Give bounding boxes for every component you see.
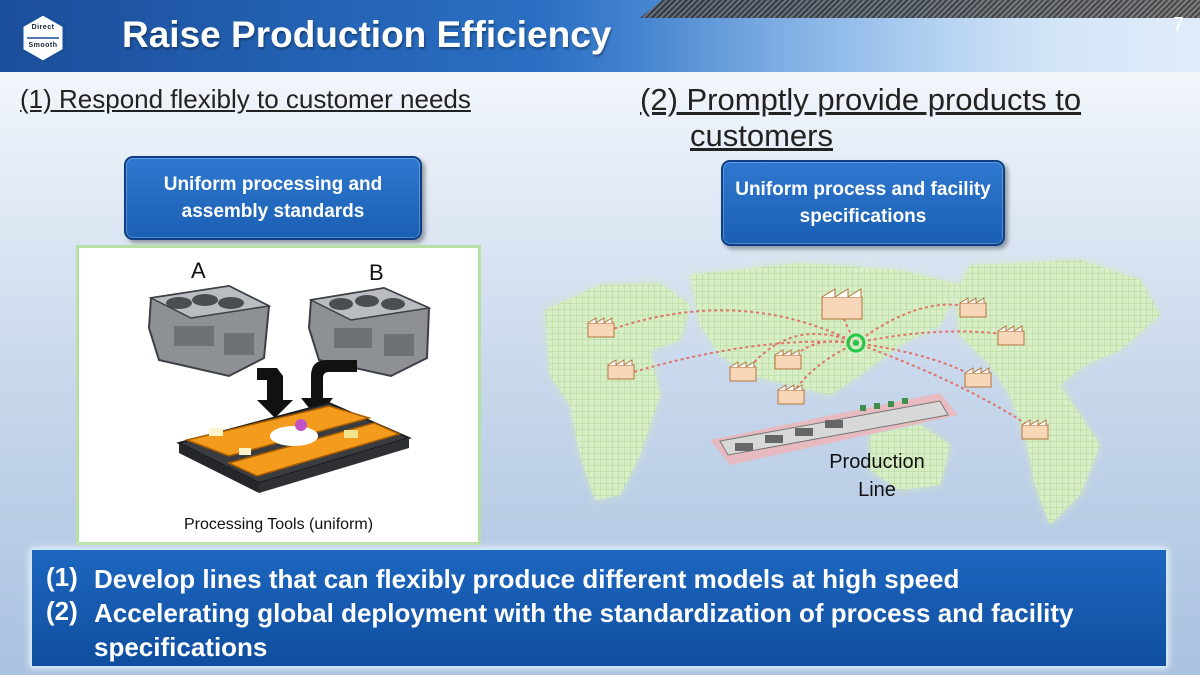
right-heading-line2: customers	[690, 118, 833, 153]
engine-block-a-image	[147, 284, 272, 378]
engine-label-a: A	[191, 258, 206, 283]
hub-location-icon	[846, 333, 866, 353]
logo-text-top: Direct	[31, 24, 55, 31]
summary-box: (1) Develop lines that can flexibly prod…	[30, 548, 1168, 668]
right-specifications-box: Uniform process and facility specificati…	[721, 160, 1005, 246]
processing-fixture-image	[176, 401, 412, 493]
left-standards-label: Uniform processing and assembly standard…	[163, 174, 383, 222]
arrow-down-left-icon	[257, 368, 293, 418]
page-number: 7	[1172, 14, 1184, 36]
left-heading: (1) Respond flexibly to customer needs	[20, 84, 471, 114]
summary-item-text: Develop lines that can flexibly produce …	[94, 564, 960, 594]
logo-text-bottom: Smooth	[28, 42, 58, 49]
direct-smooth-logo: Direct Smooth	[18, 12, 68, 64]
header-hatch-decoration	[640, 0, 1200, 18]
arrow-down-right-icon	[301, 360, 357, 418]
right-heading-line1: (2) Promptly provide products to	[640, 82, 1082, 117]
engine-block-b-image	[307, 286, 432, 378]
production-line-image	[710, 393, 958, 465]
summary-item-number: (1)	[46, 562, 78, 592]
production-line-label: Production Line	[829, 451, 925, 501]
engine-label-b: B	[369, 260, 384, 285]
page-title: Raise Production Efficiency	[122, 14, 612, 55]
processing-tools-panel: A B	[76, 245, 481, 545]
processing-tools-caption: Processing Tools (uniform)	[183, 516, 374, 533]
summary-item-number: (2)	[46, 596, 78, 626]
header-bar: Direct Smooth Raise Production Efficienc…	[0, 0, 1200, 72]
world-map-image	[545, 260, 1160, 525]
left-standards-box: Uniform processing and assembly standard…	[124, 156, 422, 240]
right-heading: (2) Promptly provide products to custome…	[640, 82, 1160, 154]
summary-item-text: Accelerating global deployment with the …	[94, 598, 1074, 662]
factory-icons	[587, 288, 1049, 440]
header-gradient-band	[640, 18, 1200, 72]
right-specifications-label: Uniform process and facility specificati…	[735, 179, 991, 227]
